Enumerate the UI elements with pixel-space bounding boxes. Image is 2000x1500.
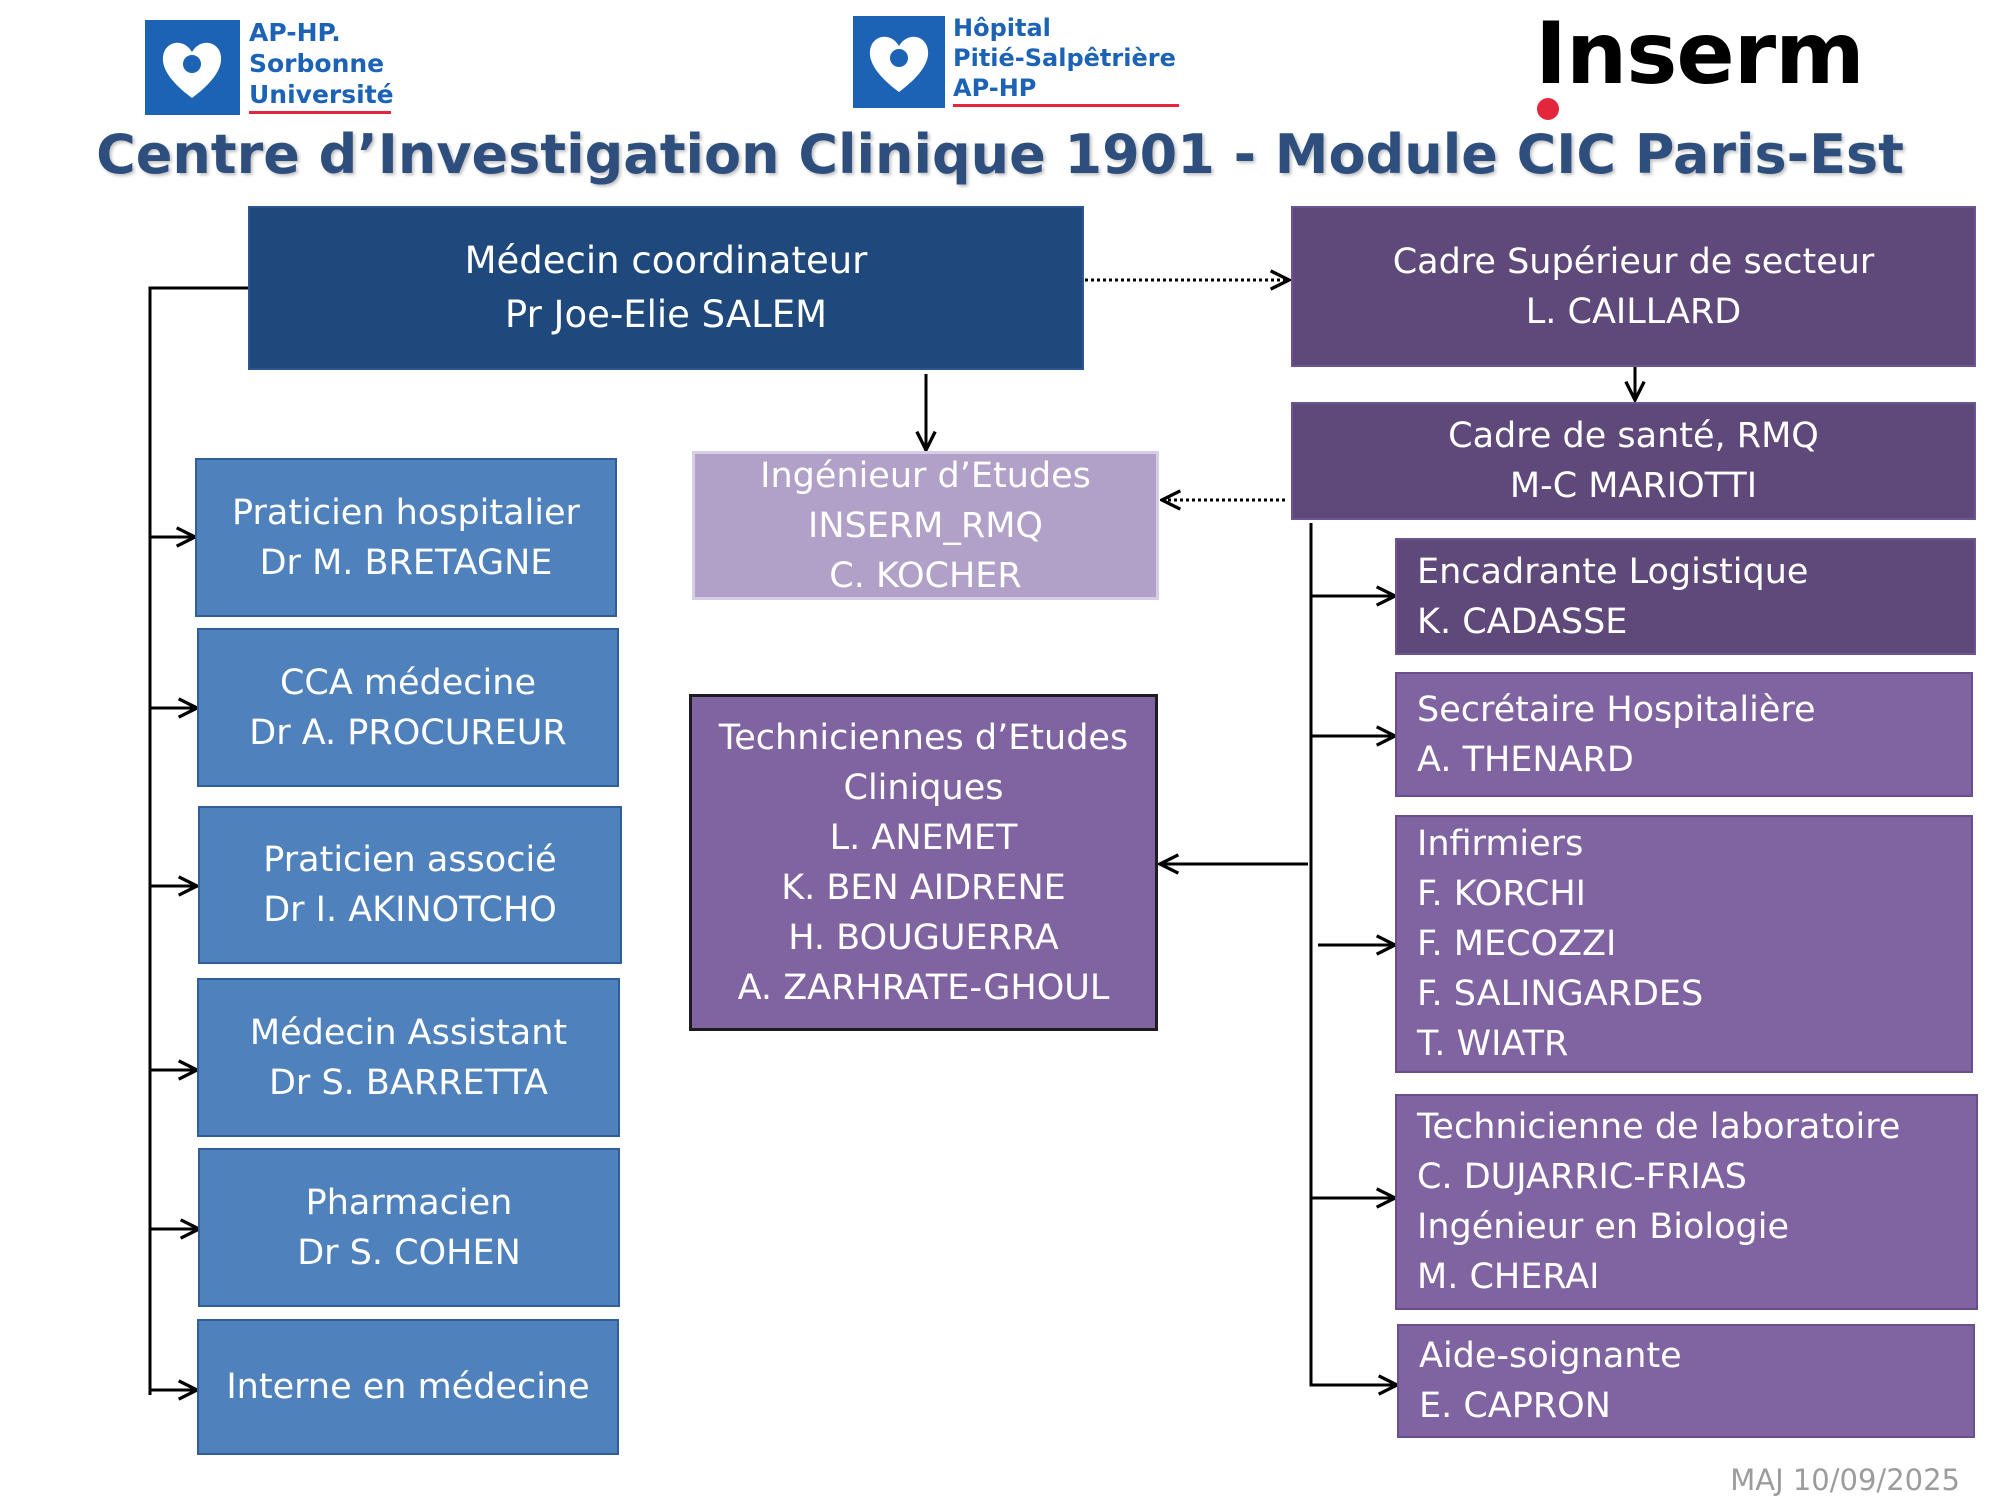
staff-name: Dr S. BARRETTA — [268, 1062, 548, 1103]
ingenieur-line2: INSERM_RMQ — [808, 505, 1043, 546]
paramedical-line: Technicienne de laboratoire — [1417, 1107, 1901, 1147]
paramedical-line: Ingénieur en Biologie — [1417, 1207, 1789, 1247]
paramedical-line: T. WIATR — [1417, 1024, 1569, 1064]
paramedical-line: Secrétaire Hospitalière — [1417, 689, 1816, 730]
staff-role: Pharmacien — [305, 1182, 513, 1223]
techniciennes-role-line1: Techniciennes d’Etudes — [718, 717, 1129, 758]
box-pharmacien: Pharmacien Dr S. COHEN — [198, 1148, 620, 1307]
staff-name: Dr A. PROCUREUR — [249, 712, 567, 753]
box-cadre-sante: Cadre de santé, RMQ M-C MARIOTTI — [1291, 402, 1976, 520]
paramedical-line: F. SALINGARDES — [1417, 974, 1704, 1014]
paramedical-line: M. CHERAI — [1417, 1257, 1600, 1297]
aphp-logo-line2: Sorbonne — [249, 49, 385, 78]
connector-coordinator-bracket — [148, 286, 250, 1395]
staff-role: Interne en médecine — [226, 1367, 590, 1407]
paramedical-line: A. THENARD — [1417, 739, 1634, 780]
techniciennes-name: H. BOUGUERRA — [788, 917, 1059, 958]
coordinator-role: Médecin coordinateur — [464, 239, 868, 282]
box-medecin-coordinateur: Médecin coordinateur Pr Joe-Elie SALEM — [248, 206, 1084, 370]
paramedical-line: F. MECOZZI — [1417, 924, 1617, 964]
coordinator-name: Pr Joe-Elie SALEM — [504, 293, 828, 336]
inserm-logo: Inserm — [1535, 4, 1865, 124]
techniciennes-name: K. BEN AIDRENE — [781, 867, 1066, 908]
box-interne-medecine: Interne en médecine — [197, 1319, 619, 1455]
pitie-logo-line1: Hôpital — [953, 14, 1051, 42]
paramedical-line: E. CAPRON — [1419, 1386, 1611, 1426]
paramedical-line: Infirmiers — [1417, 824, 1584, 864]
aphp-heart-icon — [145, 20, 240, 115]
box-encadrante-logistique: Encadrante Logistique K. CADASSE — [1395, 538, 1976, 655]
aphp-logo-line3: Université — [249, 80, 394, 109]
paramedical-line: Encadrante Logistique — [1417, 551, 1809, 592]
aphp-sorbonne-logo: AP-HP. Sorbonne Université — [145, 18, 405, 118]
paramedical-line: C. DUJARRIC-FRIAS — [1417, 1157, 1747, 1197]
box-secretaire-hospitaliere: Secrétaire Hospitalière A. THENARD — [1395, 672, 1973, 797]
page-title: Centre d’Investigation Clinique 1901 - M… — [96, 123, 1904, 186]
staff-name: Dr M. BRETAGNE — [259, 542, 553, 583]
staff-name: Dr I. AKINOTCHO — [263, 890, 557, 930]
paramedical-line: Aide-soignante — [1419, 1336, 1682, 1376]
paramedical-line: F. KORCHI — [1417, 874, 1587, 914]
cadre-superieur-name: L. CAILLARD — [1525, 291, 1742, 332]
staff-name: Dr S. COHEN — [297, 1232, 521, 1273]
box-technicienne-laboratoire: Technicienne de laboratoire C. DUJARRIC-… — [1395, 1094, 1978, 1310]
techniciennes-name: L. ANEMET — [829, 817, 1018, 858]
box-techniciennes-etudes: Techniciennes d’Etudes Cliniques L. ANEM… — [689, 694, 1158, 1031]
connector-cadre-sante-bracket — [1309, 523, 1395, 1387]
staff-role: Praticien associé — [263, 840, 557, 880]
pitie-heart-icon — [853, 16, 945, 108]
pitie-salpetriere-logo: Hôpital Pitié-Salpêtrière AP-HP — [853, 14, 1193, 112]
pitie-logo-underline — [953, 104, 1179, 107]
ingenieur-role: Ingénieur d’Etudes — [760, 455, 1091, 496]
cadre-sante-role: Cadre de santé, RMQ — [1448, 416, 1819, 456]
box-ingenieur-etudes: Ingénieur d’Etudes INSERM_RMQ C. KOCHER — [692, 451, 1159, 600]
staff-role: Praticien hospitalier — [232, 492, 580, 533]
staff-role: CCA médecine — [279, 662, 536, 703]
inserm-red-dot-icon — [1537, 98, 1559, 120]
cadre-superieur-role: Cadre Supérieur de secteur — [1392, 241, 1875, 282]
aphp-logo-line1: AP-HP. — [249, 18, 341, 47]
box-praticien-hospitalier: Praticien hospitalier Dr M. BRETAGNE — [195, 458, 617, 617]
inserm-logo-text: Inserm — [1535, 4, 1865, 104]
box-aide-soignante: Aide-soignante E. CAPRON — [1397, 1324, 1975, 1438]
paramedical-line: K. CADASSE — [1417, 601, 1628, 642]
box-infirmiers: Infirmiers F. KORCHI F. MECOZZI F. SALIN… — [1395, 815, 1973, 1073]
box-praticien-associe: Praticien associé Dr I. AKINOTCHO — [198, 806, 622, 964]
box-cca-medecine: CCA médecine Dr A. PROCUREUR — [197, 628, 619, 787]
ingenieur-name: C. KOCHER — [829, 555, 1022, 596]
staff-role: Médecin Assistant — [249, 1012, 568, 1053]
pitie-logo-line2: Pitié-Salpêtrière — [953, 44, 1176, 72]
box-medecin-assistant: Médecin Assistant Dr S. BARRETTA — [197, 978, 620, 1137]
techniciennes-name: A. ZARHRATE-GHOUL — [737, 967, 1110, 1008]
box-cadre-superieur: Cadre Supérieur de secteur L. CAILLARD — [1291, 206, 1976, 367]
aphp-logo-underline — [249, 111, 391, 114]
pitie-logo-line3: AP-HP — [953, 74, 1037, 102]
update-date: MAJ 10/09/2025 — [1730, 1463, 1960, 1497]
techniciennes-role-line2: Cliniques — [843, 767, 1004, 808]
cadre-sante-name: M-C MARIOTTI — [1509, 466, 1758, 506]
